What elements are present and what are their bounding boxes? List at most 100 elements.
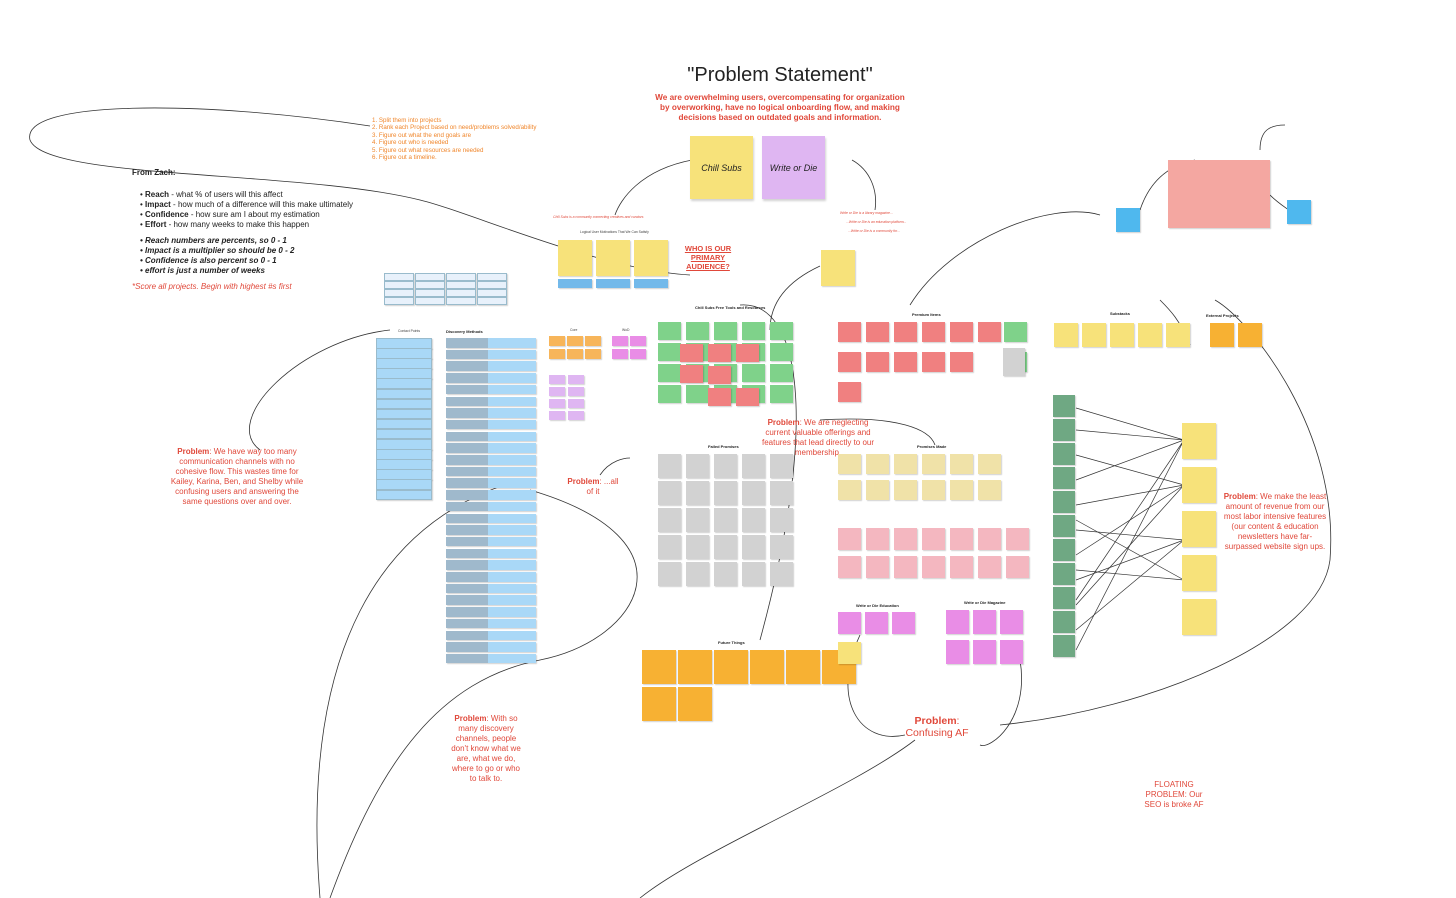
step-item: 3. Figure out what the end goals are xyxy=(372,131,472,139)
discovery-bubble-sticky xyxy=(488,653,536,664)
table-cell-sticky xyxy=(446,273,476,281)
audience-heading: WHO IS OUR PRIMARY AUDIENCE? xyxy=(684,244,732,271)
discovery-method-sticky xyxy=(446,501,488,512)
internal-mechanism-sticky xyxy=(1006,528,1029,550)
failed-promise-sticky xyxy=(742,481,765,505)
discovery-method-sticky xyxy=(446,618,488,629)
contact-point-sticky xyxy=(376,408,432,420)
contact-point-sticky xyxy=(376,358,432,369)
discovery-method-sticky xyxy=(446,443,488,453)
internal-mechanism-sticky xyxy=(894,556,917,578)
discovery-method-sticky xyxy=(446,583,488,594)
internal-mechanism-sticky xyxy=(922,528,945,550)
contact-point-sticky xyxy=(376,439,432,450)
future-thing-sticky xyxy=(642,650,676,684)
free-tool-sticky xyxy=(686,385,709,403)
premium-item-sticky xyxy=(922,322,945,342)
zach-item: Confidence - how sure am I about my esti… xyxy=(140,210,372,220)
newsletter-sticky xyxy=(1053,539,1075,561)
table-cell-sticky xyxy=(446,281,476,289)
freelancer-sticky xyxy=(568,375,584,384)
table-cell-sticky xyxy=(415,273,445,281)
page-title: "Problem Statement" xyxy=(687,64,873,86)
freelancer-sticky xyxy=(549,399,565,408)
free-tool-sticky xyxy=(658,385,681,403)
wod-brand-note: ...Write or Die is an education platform… xyxy=(846,220,907,224)
table-cell-sticky xyxy=(384,289,414,297)
failed-promise-sticky xyxy=(714,535,737,559)
newsletter-sticky xyxy=(1053,443,1075,465)
free-tool-sticky xyxy=(770,385,793,403)
table-cell-sticky xyxy=(415,281,445,289)
wod-magazine-sticky xyxy=(1000,610,1023,634)
discovery-bubble-sticky xyxy=(488,373,536,383)
discovery-method-sticky xyxy=(446,396,488,406)
table-cell-sticky xyxy=(477,289,507,297)
discovery-header: Discovery Methods xyxy=(446,329,483,334)
revenue-stream-sticky xyxy=(1182,467,1216,503)
newsletter-sticky xyxy=(1053,611,1075,633)
table-cell-sticky xyxy=(477,281,507,289)
future-thing-sticky xyxy=(642,687,676,721)
future-header: Future Things xyxy=(718,640,745,645)
discovery-method-sticky xyxy=(446,373,488,383)
discovery-method-sticky xyxy=(446,466,488,477)
audience-motivation-sticky xyxy=(634,240,668,276)
external-header: External Projects xyxy=(1206,313,1239,318)
free-tool-sticky xyxy=(658,343,681,361)
revenue-stream-sticky xyxy=(1182,555,1216,591)
external-project-sticky xyxy=(1210,323,1234,347)
failed-header: Failed Promises xyxy=(708,444,739,449)
discovery-method-sticky xyxy=(446,642,488,652)
discovery-bubble-sticky xyxy=(488,595,536,605)
newsletter-sticky xyxy=(1053,515,1075,537)
contact-header: Contact Points xyxy=(398,329,421,333)
internal-mechanism-sticky xyxy=(950,528,973,550)
newsletter-sticky xyxy=(1053,467,1075,489)
contact-point-sticky xyxy=(376,378,432,389)
substack-sticky xyxy=(1138,323,1162,347)
wod-education-header: Write or Die Education xyxy=(856,603,899,608)
internal-mechanism-sticky xyxy=(838,556,861,578)
newsletter-sticky xyxy=(1053,587,1075,609)
premium-item-sticky xyxy=(838,382,861,402)
table-cell-sticky xyxy=(415,297,445,305)
discovery-method-sticky xyxy=(446,607,488,617)
substack-sticky xyxy=(1082,323,1106,347)
future-thing-sticky xyxy=(786,650,820,684)
discovery-method-sticky xyxy=(446,361,488,371)
future-thing-sticky xyxy=(678,650,712,684)
internal-mechanism-sticky xyxy=(894,528,917,550)
failed-promise-sticky xyxy=(658,535,681,559)
substack-sticky xyxy=(1110,323,1134,347)
freelancer-sticky xyxy=(568,411,584,420)
future-thing-sticky xyxy=(750,650,784,684)
freelancer-sticky xyxy=(549,375,565,384)
wod-team-sticky xyxy=(612,349,628,359)
discovery-bubble-sticky xyxy=(488,618,536,629)
discovery-method-sticky xyxy=(446,513,488,523)
audience-tag-sticky xyxy=(558,279,592,288)
discovery-bubble-sticky xyxy=(488,478,536,488)
free-tool-sticky xyxy=(742,322,765,340)
problem-neglect: Problem: We are neglecting current valua… xyxy=(761,418,875,457)
internal-mechanism-sticky xyxy=(1006,556,1029,578)
steps-list: 1. Split them into projects 2. Rank each… xyxy=(372,117,572,161)
premium-item-sticky xyxy=(866,322,889,342)
contact-point-sticky xyxy=(376,489,432,500)
score-note: *Score all projects. Begin with highest … xyxy=(132,282,292,291)
premium-item-sticky xyxy=(894,322,917,342)
future-thing-sticky xyxy=(678,687,712,721)
problem-confusing: Problem:Confusing AF xyxy=(905,715,969,739)
contact-point-sticky xyxy=(376,398,432,410)
problem-discovery: Problem: With so many discovery channels… xyxy=(451,714,521,783)
failed-promise-sticky xyxy=(714,508,737,532)
core-team-sticky xyxy=(549,336,565,346)
internal-mechanism-sticky xyxy=(978,528,1001,550)
newsletter-sticky xyxy=(1053,491,1075,513)
failed-promise-sticky xyxy=(770,481,793,505)
newsletter-sticky xyxy=(1053,395,1075,417)
premium-item-sticky xyxy=(950,322,973,342)
free-tool-sticky xyxy=(770,343,793,361)
